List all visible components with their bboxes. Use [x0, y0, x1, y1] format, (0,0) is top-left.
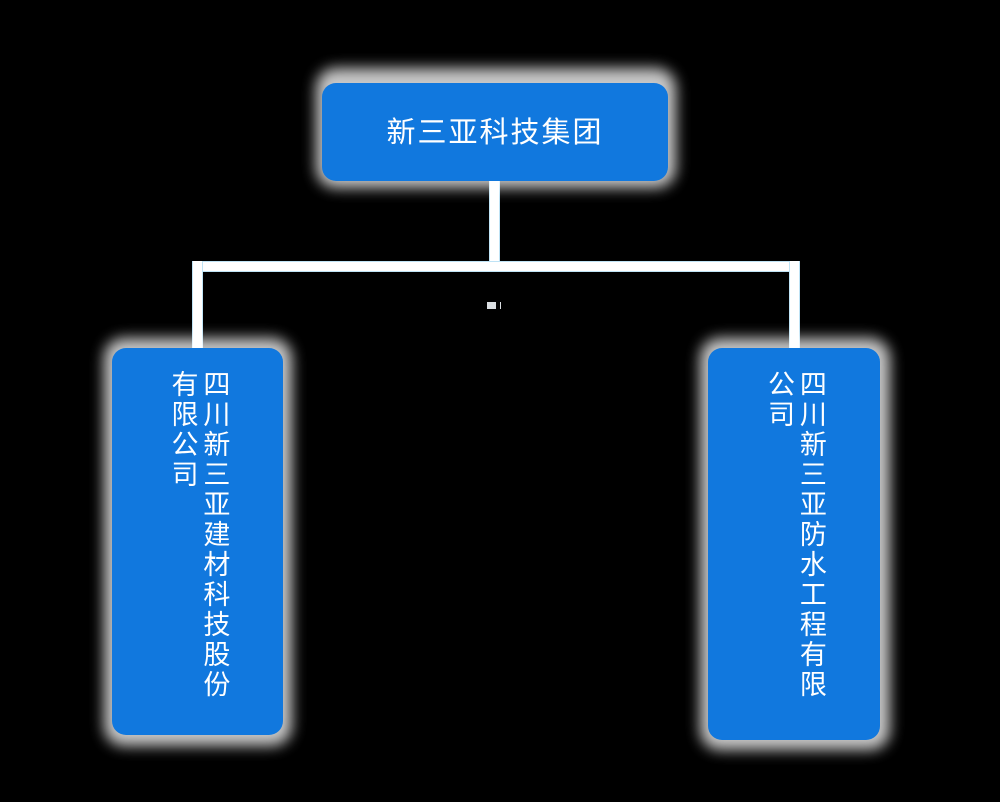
connector-branch-left: [192, 261, 203, 353]
org-node-child-right[interactable]: 四川新三亚防水工程有限公司: [708, 348, 880, 740]
connector-branch-right: [789, 261, 800, 353]
center-artifact-mark: [487, 302, 501, 309]
connector-horizontal-bus: [192, 261, 800, 272]
org-node-child-right-label: 四川新三亚防水工程有限公司: [763, 370, 826, 700]
org-node-root-label: 新三亚科技集团: [386, 114, 604, 149]
org-node-root[interactable]: 新三亚科技集团: [322, 83, 668, 181]
connector-trunk-vertical: [489, 181, 500, 267]
org-node-child-left-label: 四川新三亚建材科技股份有限公司: [166, 370, 230, 700]
org-node-child-left[interactable]: 四川新三亚建材科技股份有限公司: [112, 348, 283, 735]
